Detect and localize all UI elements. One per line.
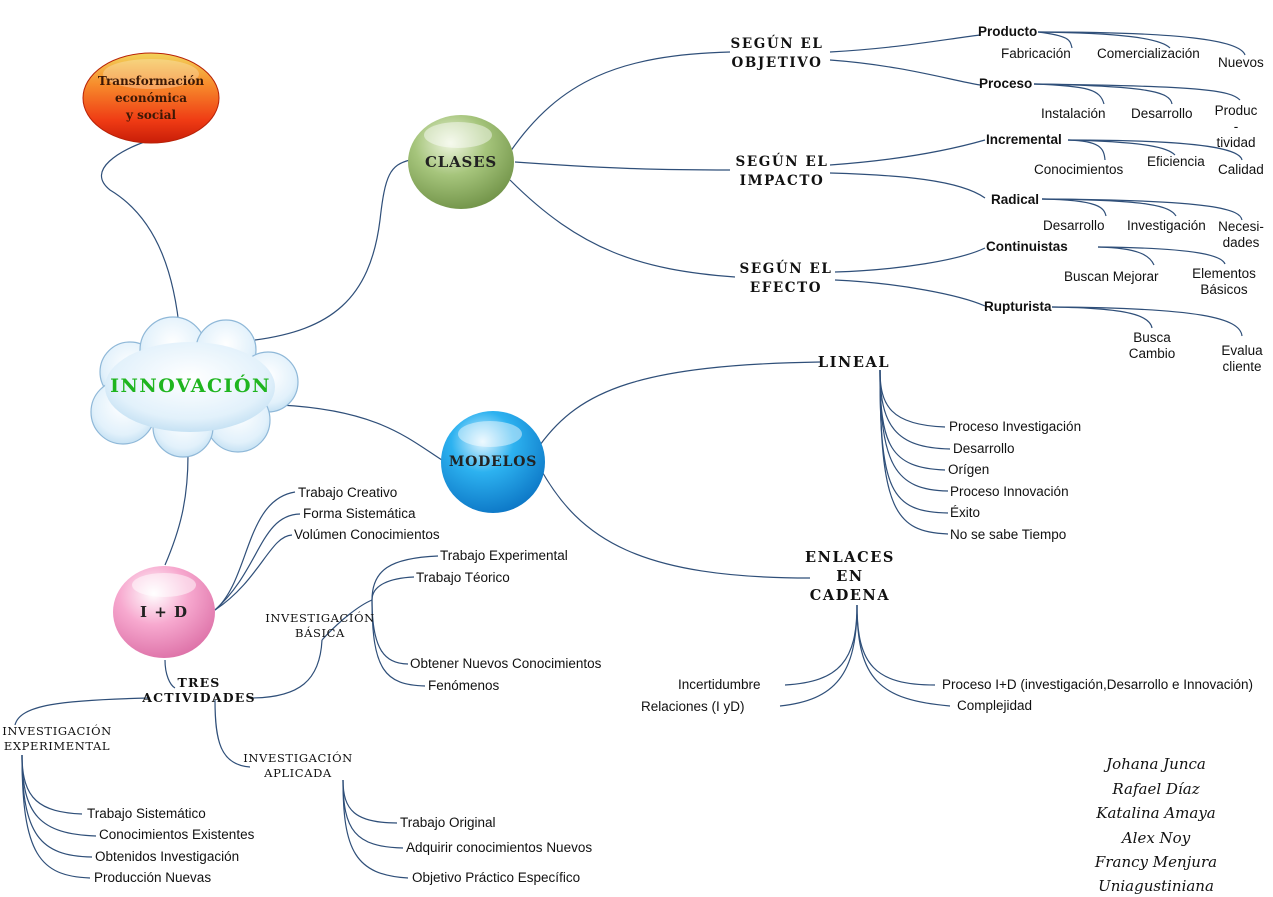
id-item: Volúmen Conocimientos (294, 527, 440, 542)
continuistas-item: Buscan Mejorar (1064, 269, 1159, 284)
producto-label: Producto (978, 24, 1038, 39)
id-node[interactable]: I + D (112, 565, 216, 659)
rupturista-item: Busca Cambio (1128, 330, 1176, 361)
basica-item: Obtener Nuevos Conocimientos (410, 656, 602, 671)
heading-segun-impacto: SEGÚN EL IMPACTO (735, 154, 829, 189)
id-item: Forma Sistemática (303, 506, 416, 521)
heading-segun-efecto: SEGÚN EL EFECTO (739, 261, 833, 296)
heading-tres-actividades: TRES ACTIVIDADES (142, 675, 256, 705)
radical-item: Investigación (1127, 218, 1206, 233)
incremental-label: Incremental (986, 132, 1062, 147)
radical-item: Desarrollo (1043, 218, 1105, 233)
institution-name: Uniagustiniana (1098, 877, 1214, 895)
lineal-item: Éxito (950, 505, 981, 520)
lineal-item: No se sabe Tiempo (950, 527, 1067, 542)
rupturista-item: Evalua cliente (1221, 343, 1263, 374)
modelos-bubble-shape (441, 411, 545, 513)
proceso-item: Desarrollo (1131, 106, 1193, 121)
continuistas-label: Continuistas (986, 239, 1068, 254)
incremental-item: Eficiencia (1147, 154, 1205, 169)
basica-item: Trabajo Téorico (416, 570, 510, 585)
heading-lineal: LINEAL (817, 354, 891, 371)
innovacion-label: INNOVACIÓN (110, 375, 271, 397)
innovacion-center-node[interactable]: INNOVACIÓN (78, 312, 303, 460)
producto-item: Comercialización (1097, 46, 1200, 61)
heading-segun-objetivo: SEGÚN EL OBJETIVO (730, 36, 824, 71)
heading-investigacion-basica: INVESTIGACIÓN BÁSICA (265, 611, 375, 640)
cloud-shape (90, 316, 299, 458)
enlaces-left-item: Relaciones (I yD) (641, 699, 745, 714)
id-label: I + D (139, 603, 189, 621)
aplicada-item: Trabajo Original (400, 815, 496, 830)
aplicada-item: Adquirir conocimientos Nuevos (406, 840, 593, 855)
continuistas-item: Elementos Básicos (1192, 266, 1256, 297)
heading-enlaces-cadena: ENLACES EN CADENA (804, 549, 896, 604)
enlaces-left-item: Incertidumbre (678, 677, 761, 692)
clases-node[interactable]: CLASES (406, 113, 516, 211)
author-name: Johana Junca (1106, 755, 1206, 773)
author-name: Katalina Amaya (1096, 804, 1216, 822)
author-name: Alex Noy (1121, 829, 1191, 847)
author-name: Francy Menjura (1094, 853, 1218, 871)
transformacion-node[interactable]: Transformación económica y social (82, 52, 220, 144)
experimental-item: Producción Nuevas (94, 870, 212, 885)
proceso-item: Produc -tividad (1214, 103, 1258, 150)
lineal-item: Desarrollo (953, 441, 1015, 456)
modelos-label: MODELOS (448, 454, 538, 470)
transformacion-label: Transformación económica y social (97, 73, 205, 122)
clases-bubble-shape (408, 115, 514, 209)
heading-investigacion-experimental: INVESTIGACIÓN EXPERIMENTAL (2, 724, 112, 753)
id-item: Trabajo Creativo (298, 485, 398, 500)
experimental-item: Obtenidos Investigación (95, 849, 240, 864)
rupturista-label: Rupturista (984, 299, 1052, 314)
radical-item: Necesi- dades (1218, 219, 1264, 250)
incremental-item: Conocimientos (1034, 162, 1124, 177)
producto-item: Fabricación (1001, 46, 1071, 61)
basica-item: Fenómenos (428, 678, 500, 693)
enlaces-right-item: Complejidad (957, 698, 1033, 713)
lineal-item: Orígen (948, 462, 990, 477)
basica-item: Trabajo Experimental (440, 548, 568, 563)
experimental-item: Trabajo Sistemático (87, 806, 206, 821)
id-bubble-shape (113, 566, 215, 658)
producto-item: Nuevos (1218, 55, 1264, 70)
author-name: Rafael Díaz (1112, 780, 1200, 798)
incremental-item: Calidad (1218, 162, 1264, 177)
proceso-item: Instalación (1041, 106, 1106, 121)
transformacion-bubble-shape (82, 52, 220, 144)
modelos-node[interactable]: MODELOS (440, 410, 546, 514)
clases-label: CLASES (424, 153, 498, 171)
lineal-item: Proceso Innovación (950, 484, 1069, 499)
proceso-label: Proceso (979, 76, 1033, 91)
lineal-item: Proceso Investigación (949, 419, 1082, 434)
heading-investigacion-aplicada: INVESTIGACIÓN APLICADA (243, 751, 353, 780)
aplicada-item: Objetivo Práctico Específico (412, 870, 581, 885)
experimental-item: Conocimientos Existentes (99, 827, 255, 842)
radical-label: Radical (991, 192, 1040, 207)
enlaces-right-item: Proceso I+D (investigación,Desarrollo e … (942, 677, 1254, 692)
